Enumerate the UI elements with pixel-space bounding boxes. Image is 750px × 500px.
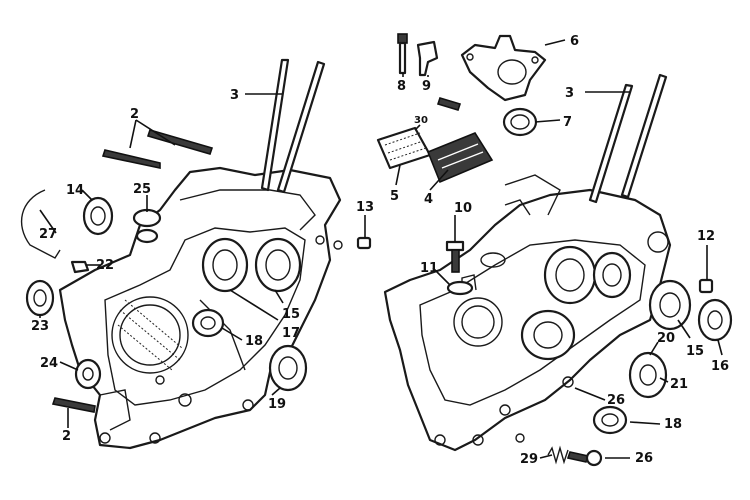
dowel-13: [356, 236, 372, 250]
bearing-18-left: [191, 308, 225, 338]
callout-left-14: 14: [66, 183, 84, 198]
callout-right-11: 11: [420, 261, 438, 276]
callout-left-27: 27: [39, 227, 57, 242]
callout-right-13: 13: [356, 200, 374, 215]
callout-right-7: 7: [563, 115, 572, 130]
oil-seal-16: [697, 298, 733, 342]
callout-right-6: 6: [570, 34, 579, 49]
right-cylinder-studs: [588, 73, 668, 204]
left-crankcase-half: [58, 166, 343, 450]
callout-right-29: 29: [520, 452, 538, 467]
callout-left-19: 19: [268, 397, 286, 412]
callout-right-5: 5: [390, 189, 399, 204]
callout-right-4: 4: [424, 192, 433, 207]
callout-right-26-mid: 26: [607, 393, 625, 408]
left-bolts-upper: [101, 129, 214, 169]
callout-left-2-top: 2: [130, 107, 139, 122]
bushing-25: [132, 208, 162, 244]
oil-seal-21: [628, 351, 668, 399]
callout-labels: 2 3 14 25 27 22 23 24 2 15 17 18 19 8 9 …: [31, 34, 729, 467]
callout-left-23: 23: [31, 319, 49, 334]
callout-right-26-bottom: 26: [635, 451, 653, 466]
plug-11: [446, 280, 474, 296]
callout-left-18: 18: [245, 334, 263, 349]
callout-left-24: 24: [40, 356, 58, 371]
oil-seal-15-right: [648, 279, 692, 331]
bearing-18-right: [592, 405, 628, 435]
reed-block-4: [426, 132, 494, 184]
oil-seal-14: [82, 196, 114, 236]
callout-right-9: 9: [422, 79, 431, 94]
clamp-7: [502, 107, 538, 137]
callout-left-17: 17: [282, 326, 300, 341]
screw-30: [436, 97, 462, 111]
callout-right-21: 21: [670, 377, 688, 392]
clip-27: [20, 189, 61, 259]
callout-left-22: 22: [96, 258, 114, 273]
dowel-12: [698, 278, 714, 294]
pin-22: [70, 260, 90, 274]
callout-left-15: 15: [282, 307, 300, 322]
callout-left-25: 25: [133, 182, 151, 197]
callout-right-10: 10: [454, 201, 472, 216]
bolt-26: [566, 449, 603, 467]
callout-right-8: 8: [397, 79, 406, 94]
oil-seal-23: [25, 279, 55, 317]
callout-right-16: 16: [711, 359, 729, 374]
callout-right-12: 12: [697, 229, 715, 244]
leader-lines: [39, 39, 723, 459]
right-crankcase-half: [383, 174, 672, 452]
callout-right-3: 3: [565, 86, 574, 101]
left-cylinder-studs: [260, 58, 326, 194]
housing-6: [460, 34, 547, 102]
oil-seal-19: [268, 344, 308, 392]
bolt-8: [397, 33, 408, 75]
oil-seal-24: [74, 358, 102, 390]
callout-right-15: 15: [686, 344, 704, 359]
fitting-9: [416, 40, 439, 77]
callout-right-30: 30: [414, 115, 428, 126]
callout-right-20: 20: [657, 331, 675, 346]
callout-left-3: 3: [230, 88, 239, 103]
spring-29: [547, 445, 569, 465]
gasket-5: [376, 126, 432, 170]
callout-left-2-bottom: 2: [62, 429, 71, 444]
left-bolt-lower: [51, 397, 96, 413]
callout-right-18: 18: [664, 417, 682, 432]
